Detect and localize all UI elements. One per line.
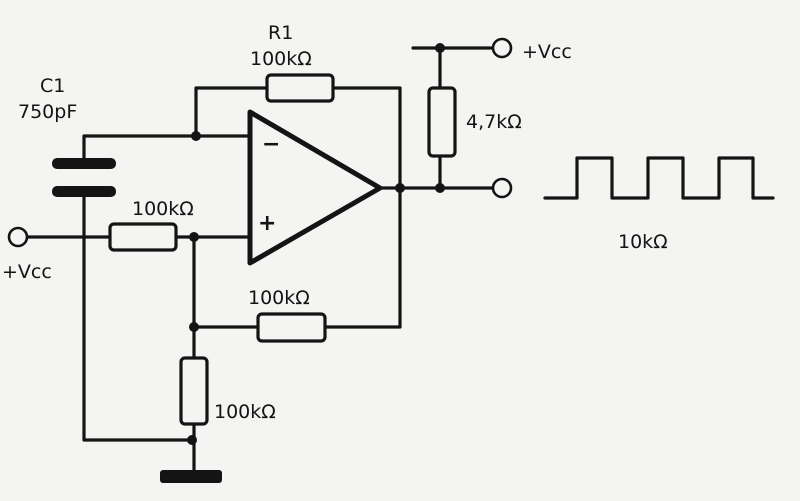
junction-node: [189, 322, 199, 332]
label-r1-name: R1: [268, 22, 293, 44]
junction-nodes: [187, 43, 445, 445]
resistor-pullup: [427, 86, 457, 158]
resistor-input: [108, 222, 178, 252]
label-vcc-top: +Vcc: [522, 41, 572, 63]
label-c1-name: C1: [40, 75, 65, 97]
resistor-r1: [265, 73, 335, 103]
ground-symbol: [160, 470, 222, 483]
junction-node: [395, 183, 405, 193]
label-vcc-left: +Vcc: [2, 261, 52, 283]
terminal-vcc-top: [491, 37, 513, 59]
wire-r1-left: [194, 86, 269, 138]
capacitor-plate-top: [52, 158, 116, 169]
op-amp: − +: [247, 109, 383, 266]
resistor-bottom: [179, 356, 209, 426]
square-wave: [543, 156, 775, 200]
noninverting-sign: +: [258, 211, 276, 236]
wire-inverting-input: [82, 134, 252, 160]
wire-c1-ground: [82, 195, 194, 442]
label-r-input: 100kΩ: [132, 198, 194, 220]
junction-node: [187, 435, 197, 445]
label-r-pullup: 4,7kΩ: [466, 111, 522, 133]
junction-node: [191, 131, 201, 141]
op-amp-triangle: [247, 109, 383, 266]
junction-node: [189, 232, 199, 242]
label-frequency: 10kΩ: [618, 231, 668, 253]
junction-node: [435, 43, 445, 53]
wires: [26, 46, 495, 472]
terminal-vcc-left: [7, 226, 29, 248]
wire-r1-right: [331, 86, 402, 190]
capacitor-c1: [52, 158, 116, 197]
label-r-lower-feedback: 100kΩ: [248, 287, 310, 309]
label-r-bottom: 100kΩ: [214, 401, 276, 423]
inverting-sign: −: [262, 132, 280, 157]
wire-lower-feedback-right: [323, 186, 402, 329]
label-c1-value: 750pF: [18, 101, 77, 123]
capacitor-plate-bottom: [52, 186, 116, 197]
label-r1-value: 100kΩ: [250, 48, 312, 70]
junction-node: [435, 183, 445, 193]
terminal-output: [491, 177, 513, 199]
resistor-lower-feedback: [256, 312, 327, 343]
